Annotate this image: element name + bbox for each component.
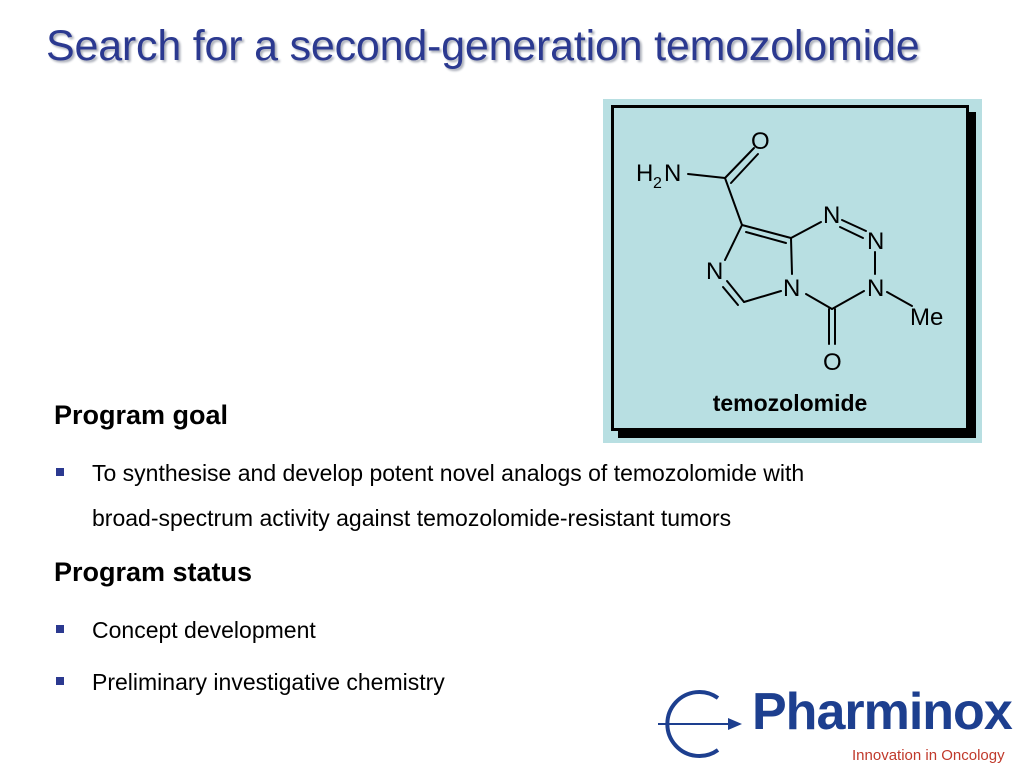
bond-co-n — [831, 290, 865, 310]
program-status-text: Preliminary investigative chemistry — [92, 669, 445, 695]
atom-ring-n-bridge: N — [783, 275, 800, 302]
program-status-text: Concept development — [92, 617, 316, 643]
bond-c2-nbridge — [790, 237, 793, 275]
atom-methyl: Me — [910, 304, 943, 331]
atom-carbonyl-o: O — [751, 128, 770, 155]
bond-ring-c1-c2 — [741, 224, 792, 239]
logo-wordmark: Pharminox — [752, 683, 1013, 741]
bond-n-ch-double — [722, 286, 739, 306]
structure-card: O H 2 N N N N N N Me O temozolomide — [611, 105, 969, 431]
program-status-bullet-2: Preliminary investigative chemistry — [54, 660, 654, 705]
bond-ntop-nright — [841, 219, 867, 232]
structure-panel: O H 2 N N N N N N Me O temozolomide — [603, 99, 982, 443]
bond-c-amide-n — [687, 173, 726, 179]
atom-amide-n: N — [664, 160, 681, 187]
bond-ch-n — [743, 290, 782, 303]
bond-c-ring — [724, 177, 743, 226]
bond-c2-ntop — [790, 221, 822, 239]
bullet-icon — [56, 677, 64, 685]
program-goal-text-line2: broad-spectrum activity against temozolo… — [92, 505, 732, 531]
logo-tagline: Innovation in Oncology — [852, 747, 1005, 764]
bond-ring-c1-n — [724, 224, 743, 261]
pharminox-logo: Pharminox Innovation in Oncology — [656, 682, 1022, 766]
bond-n-ch — [726, 280, 745, 303]
atom-amide-h: H — [636, 160, 653, 187]
program-goal-bullet: To synthesise and develop potent novel a… — [54, 451, 994, 541]
program-status-bullet-1: Concept development — [54, 608, 654, 653]
bond-ntop-nright-double — [839, 226, 864, 239]
bond-nbridge-co — [805, 293, 833, 310]
temozolomide-structure: O H 2 N N N N N N Me O — [636, 128, 943, 376]
bond-n-me — [886, 291, 913, 307]
program-status-heading: Program status — [54, 557, 253, 587]
atom-ring-n-right-upper: N — [867, 228, 884, 255]
program-goal-text-line1: To synthesise and develop potent novel a… — [92, 460, 805, 486]
atom-ring-n-left: N — [706, 258, 723, 285]
atom-amide-subscript: 2 — [653, 175, 662, 192]
program-goal-heading: Program goal — [54, 400, 229, 430]
compound-name: temozolomide — [712, 390, 868, 416]
logo-emblem-icon — [658, 690, 742, 758]
atom-ring-n-top: N — [823, 202, 840, 229]
bond-c-o-double-b — [730, 153, 759, 184]
bond-ring-c1-c2-double — [745, 231, 787, 244]
slide-title: Search for a second-generation temozolom… — [46, 22, 920, 70]
atom-ring-n-right-lower: N — [867, 275, 884, 302]
bullet-icon — [56, 625, 64, 633]
atom-ketone-o: O — [823, 349, 842, 376]
bullet-icon — [56, 468, 64, 476]
bond-c-o-double-a — [724, 147, 755, 179]
